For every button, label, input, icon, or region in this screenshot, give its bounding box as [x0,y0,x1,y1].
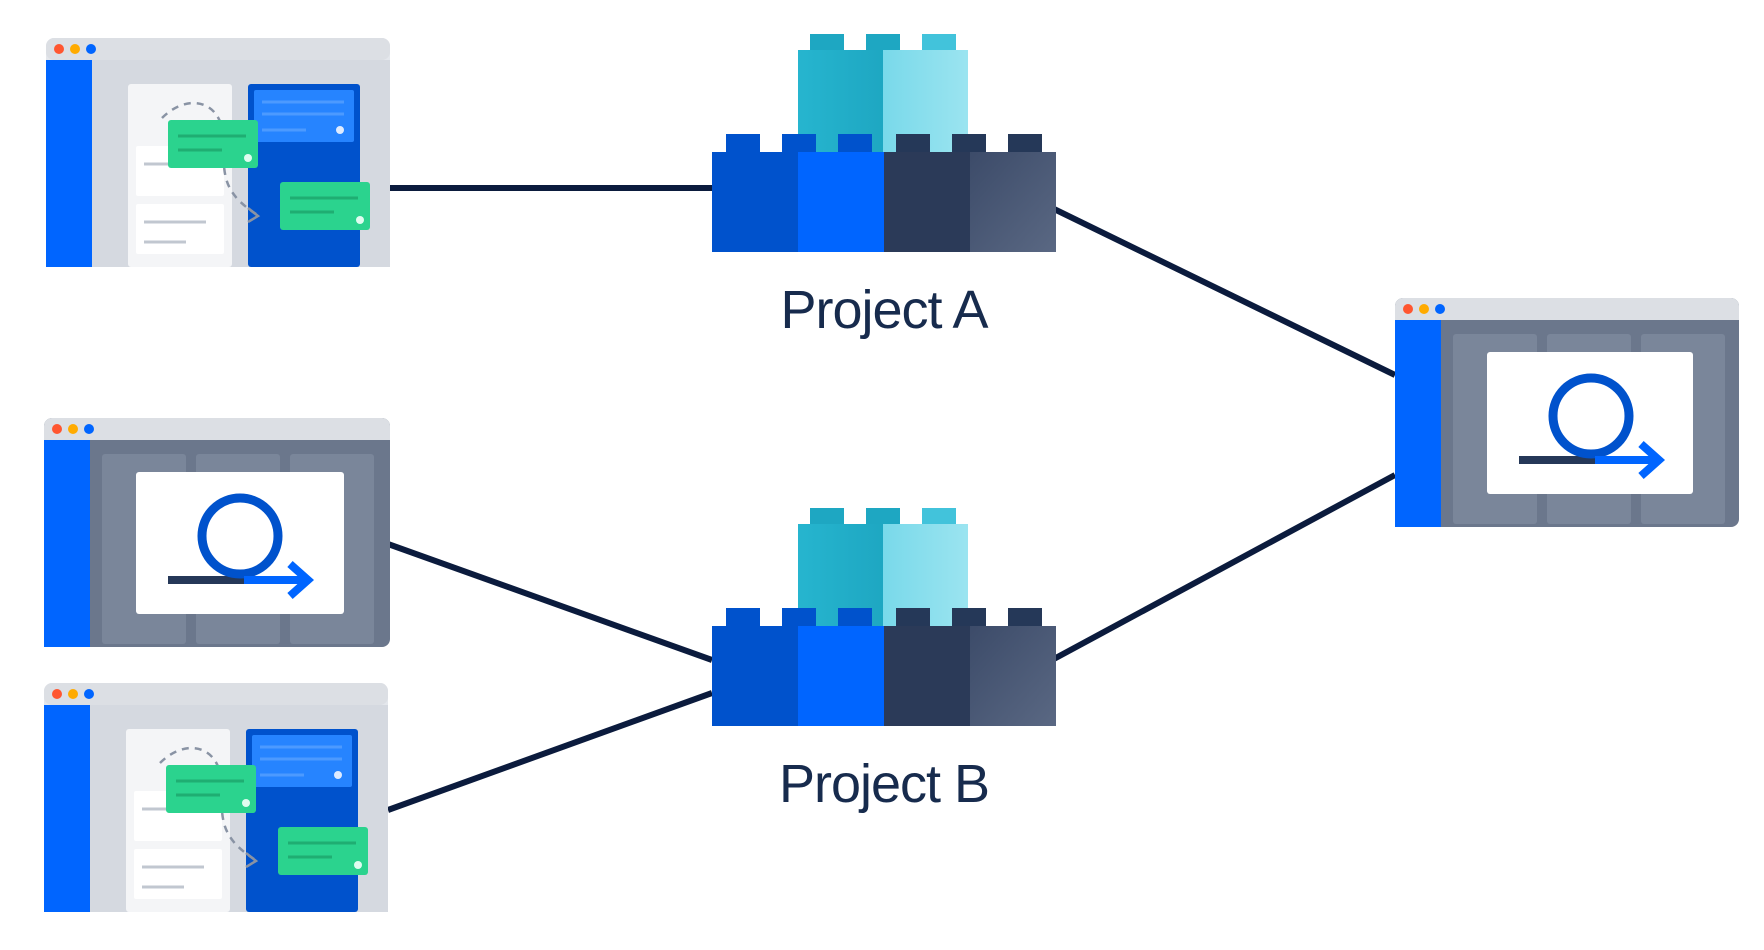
connector-roadmap-1-project-b [386,541,714,663]
window-zoom-dot [1435,304,1445,314]
window-zoom-dot [84,689,94,699]
connector-lines [386,185,1397,813]
lego-brick-icon [712,34,1056,252]
card [136,204,224,254]
window-minimize-dot [70,44,80,54]
green-card-dropped [280,182,370,230]
window-titlebar [46,38,390,60]
card [252,735,352,787]
project-b-label: Project B [779,754,989,814]
window-sidebar [44,440,90,647]
drag-path-icon [159,746,255,861]
window-sidebar [1395,320,1441,527]
window-minimize-dot [1419,304,1429,314]
card [134,849,222,899]
roadmap-card [136,472,344,614]
drag-path-icon [161,101,257,216]
green-card-moving [168,120,258,168]
connector-project-a-roadmap-2 [1050,205,1397,378]
roadmap-window [44,418,390,647]
roadmap-loop-arrow-icon [1519,373,1666,479]
window-sidebar [46,60,92,267]
kanban-board-window [44,683,388,912]
project-a-label: Project A [780,280,988,340]
roadmap-window [1395,298,1739,527]
card [254,90,354,142]
connector-board-2-project-b [386,690,714,813]
connector-project-b-roadmap-2 [1050,472,1397,663]
window-close-dot [54,44,64,54]
project-a-brick: Project A [712,34,1056,340]
window-minimize-dot [68,689,78,699]
window-titlebar [44,683,388,705]
window-close-dot [1403,304,1413,314]
roadmap-card [1487,352,1693,494]
kanban-board-window [46,38,390,267]
window-close-dot [52,424,62,434]
window-close-dot [52,689,62,699]
window-zoom-dot [84,424,94,434]
green-card-dropped [278,827,368,875]
window-sidebar [44,705,90,912]
project-b-brick: Project B [712,508,1056,814]
window-zoom-dot [86,44,96,54]
window-minimize-dot [68,424,78,434]
green-card-moving [166,765,256,813]
roadmap-loop-arrow-icon [168,493,315,599]
lego-brick-icon [712,508,1056,726]
